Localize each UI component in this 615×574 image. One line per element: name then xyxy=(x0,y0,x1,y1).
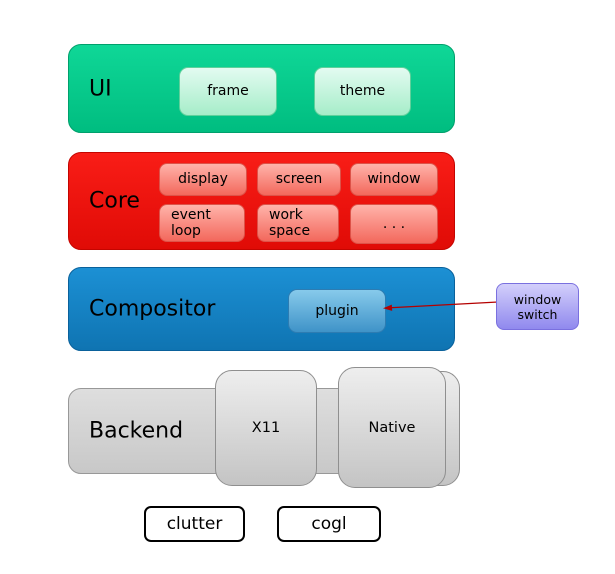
ellipsis-label: . . . xyxy=(382,215,406,232)
work-space-box: work space xyxy=(257,204,339,242)
clutter-label: clutter xyxy=(166,514,223,534)
cogl-label: cogl xyxy=(311,514,347,534)
plugin-arrow xyxy=(383,301,499,311)
window-box: window xyxy=(350,163,438,196)
window-switch-label: window switch xyxy=(513,291,562,322)
arrow-line xyxy=(387,301,499,309)
x11-label: X11 xyxy=(251,420,281,436)
plugin-box: plugin xyxy=(288,289,386,333)
theme-label: theme xyxy=(339,83,386,100)
layer-core: Core display screen window event loop wo… xyxy=(68,152,455,250)
window-switch-box: window switch xyxy=(496,283,579,330)
arrow-head xyxy=(383,304,393,311)
plugin-label: plugin xyxy=(315,302,359,319)
event-loop-box: event loop xyxy=(159,204,245,242)
frame-label: frame xyxy=(207,83,249,100)
window-label: window xyxy=(367,171,421,188)
native-box: Native xyxy=(338,367,446,488)
frame-box: frame xyxy=(179,67,277,116)
event-loop-label: event loop xyxy=(171,206,211,239)
ellipsis-box: . . . xyxy=(350,204,438,244)
ui-label: UI xyxy=(89,76,112,101)
compositor-label: Compositor xyxy=(89,296,216,322)
display-label: display xyxy=(178,171,228,188)
layer-backend: Backend X11 Native xyxy=(68,367,460,488)
native-label: Native xyxy=(368,419,416,436)
core-label: Core xyxy=(89,188,140,214)
layer-ui: UI frame theme xyxy=(68,44,455,133)
screen-box: screen xyxy=(257,163,341,196)
theme-box: theme xyxy=(314,67,411,116)
backend-label: Backend xyxy=(89,418,184,444)
cogl-box: cogl xyxy=(277,506,381,542)
x11-box: X11 xyxy=(215,370,317,486)
display-box: display xyxy=(159,163,247,196)
work-space-label: work space xyxy=(269,206,311,239)
screen-label: screen xyxy=(275,171,323,188)
clutter-box: clutter xyxy=(144,506,245,542)
